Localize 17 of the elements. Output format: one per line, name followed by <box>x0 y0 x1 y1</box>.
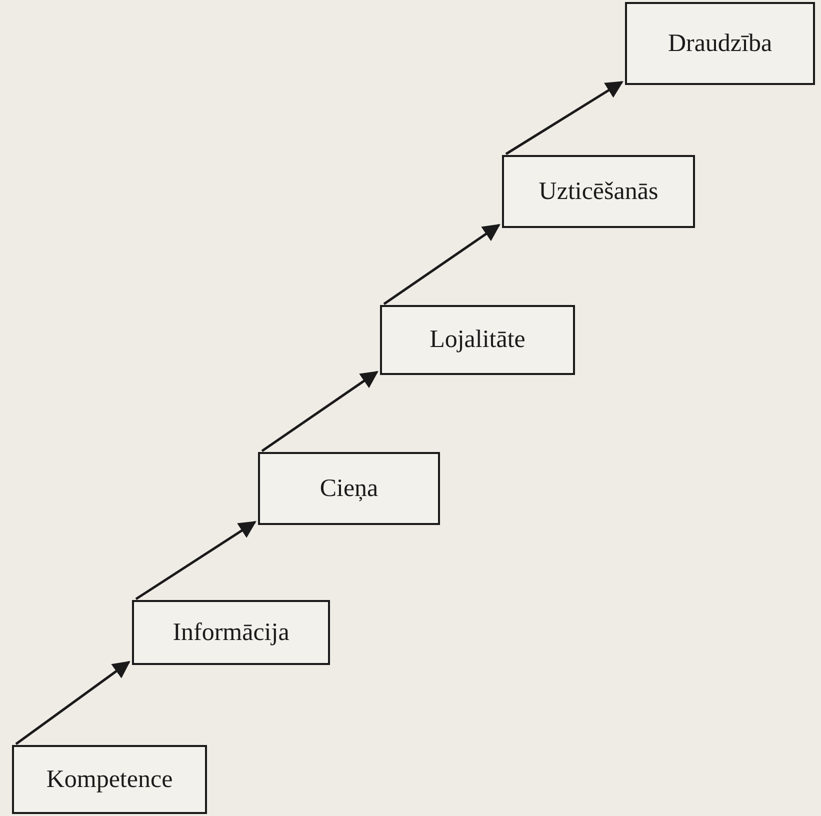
step-label: Cieņa <box>320 474 378 502</box>
stair-box <box>380 305 575 375</box>
step-label: Informācija <box>172 618 290 646</box>
arrow <box>135 520 256 600</box>
step-label: Kompetence <box>46 766 173 794</box>
stair-box <box>12 745 207 814</box>
stair-box <box>258 452 440 525</box>
arrow <box>15 660 130 746</box>
step-label: Lojalitāte <box>430 326 526 354</box>
arrow <box>505 80 624 156</box>
step-label: Draudzība <box>668 30 772 58</box>
stair-box <box>132 600 330 665</box>
arrow <box>383 224 500 306</box>
stair-box <box>502 155 695 228</box>
stair-box <box>625 2 815 85</box>
step-label: Uzticēšanās <box>538 178 658 206</box>
arrow <box>261 370 378 452</box>
